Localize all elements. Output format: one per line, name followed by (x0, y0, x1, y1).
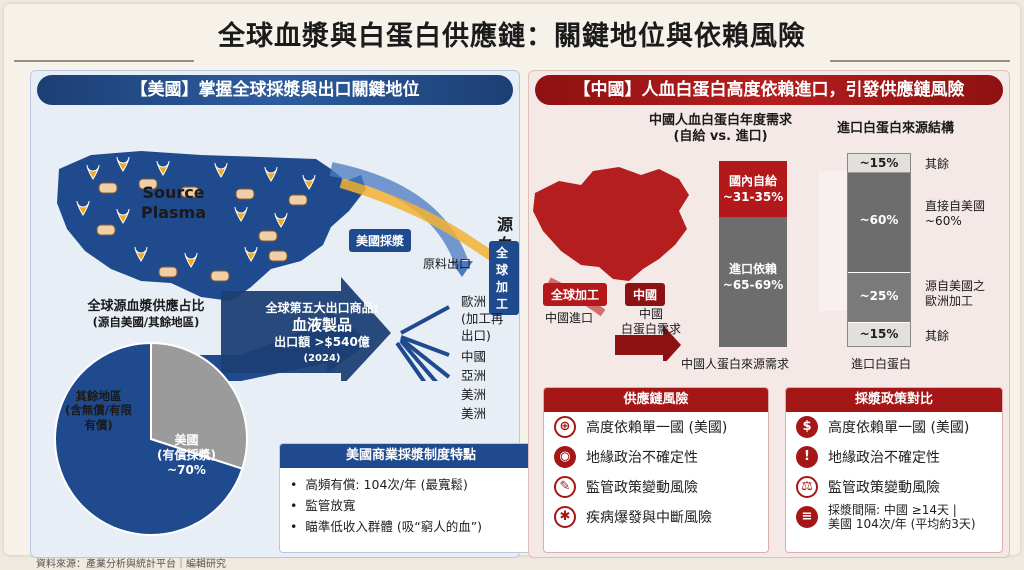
export-arrow-text: 全球第五大出口商品: 血液製品 出口額 >$540億 (2024) (265, 301, 379, 364)
supply-risk-box: 供應鏈風險 ⊕高度依賴單一國 (美國) ◉地緣政治不確定性 ✎監管政策變動風險 … (543, 387, 769, 553)
virus-icon: ✱ (554, 506, 576, 528)
us-banner: 【美國】掌握全球採漿與出口關鍵地位 (37, 75, 513, 105)
feature-item: 監管放寬 (290, 495, 532, 516)
destination-china: 中國 (461, 349, 487, 364)
us-features-box: 美國商業採漿制度特點 高頻有償: 104次/年 (最寬鬆) 監管放寬 瞄準低收入… (279, 443, 543, 553)
to-global-processing-arrow (339, 178, 502, 266)
risk-item: ✱疾病爆發與中斷風險 (544, 502, 768, 532)
document-icon: ✎ (554, 476, 576, 498)
pie-slice-other (150, 341, 248, 470)
plasma-drop-icon (302, 174, 316, 190)
china-map-shape (533, 167, 689, 281)
demand-chart-title: 中國人血白蛋白年度需求(自給 vs. 進口) (649, 113, 793, 145)
risk-item: ◉地緣政治不確定性 (544, 442, 768, 472)
feature-item: 瞄準低收入群體 (吸“窮人的血”) (290, 516, 532, 537)
china-import-label: 中國進口 (545, 311, 594, 325)
global-processing-pill: 全球加工 (489, 241, 519, 315)
destination-americas: 美洲 (461, 387, 487, 402)
destination-asia: 亞洲 (461, 368, 487, 383)
source-seg-europe: ~25% (848, 273, 910, 323)
plasma-drop-icon (244, 246, 258, 262)
title-rule-left (14, 60, 194, 62)
china-pill: 中國 (625, 283, 666, 306)
policy-interval: ≡ 採漿間隔: 中國 ≥14天 |美國 104次/年 (平均約3天) (786, 502, 1002, 532)
import-segment: 進口依賴~65-69% (719, 216, 787, 347)
plasma-drop-icon (116, 156, 130, 172)
source-stacked-bar: ~15% ~60% ~25% ~15% (847, 153, 911, 347)
china-demand-label: 中國白蛋白需求 (621, 307, 682, 336)
raw-export-label: 原料出口 (423, 257, 472, 271)
destination-list: 歐洲 (加工再 出口) 中國 亞洲 美洲 美洲 (461, 293, 503, 422)
infographic-page: 全球血漿與白蛋白供應鏈：關鍵地位與依賴風險 【美國】掌握全球採漿與出口關鍵地位 (4, 4, 1020, 570)
cn-panel: 【中國】人血白蛋白高度依賴進口，引發供應鏈風險 全球加工 中國 中國進口 中國白… (528, 70, 1010, 558)
pie-us-label: 美國(有償採漿)~70% (157, 433, 216, 477)
policy-compare-box: 採漿政策對比 $高度依賴單一國 (美國) !地緣政治不確定性 ⚖監管政策變動風險… (785, 387, 1003, 553)
policy-item: ⚖監管政策變動風險 (786, 472, 1002, 502)
source-seg-us: ~60% (848, 173, 910, 274)
us-panel: 【美國】掌握全球採漿與出口關鍵地位 (30, 70, 543, 558)
plasma-drop-icon (264, 166, 278, 182)
calendar-icon: ≡ (796, 506, 818, 528)
source-label-us: 直接自美國~60% (925, 199, 986, 228)
domestic-segment: 國內自給~31-35% (719, 161, 787, 217)
destination-arrows (395, 305, 451, 381)
white-overlap-band (819, 171, 849, 311)
plasma-drop-icon (274, 212, 288, 228)
demand-stacked-bar: 國內自給~31-35% 進口依賴~65-69% (719, 161, 787, 347)
plasma-drop-icon (86, 164, 100, 180)
pie-title: 全球源血漿供應占比 (源自美國/其餘地區) (87, 299, 205, 330)
source-label-europe: 源自美國之歐洲加工 (925, 279, 986, 308)
risk-item: ✎監管政策變動風險 (544, 472, 768, 502)
plasma-drop-icon (184, 252, 198, 268)
import-to-china-arrow (615, 325, 681, 361)
destination-note: (加工再 (461, 311, 504, 326)
plasma-drop-icon (234, 206, 248, 222)
title-rule-right (830, 60, 1010, 62)
plasma-drop-icon (116, 208, 130, 224)
source-label-other2: 其餘 (925, 329, 950, 343)
plasma-drop-icons (76, 156, 316, 268)
source-seg-other-top: ~15% (848, 154, 910, 174)
destination-note2: 出口) (461, 328, 491, 343)
alert-icon: ! (796, 446, 818, 468)
globe-icon: ⊕ (554, 416, 576, 438)
source-seg-other-bottom: ~15% (848, 322, 910, 346)
destination-americas-2: 美洲 (461, 406, 487, 421)
us-map-graphic (57, 151, 502, 381)
plasma-drop-icon (214, 162, 228, 178)
plasma-share-pie (54, 341, 248, 536)
demand-chart-xlabel: 中國人蛋白來源需求 (681, 357, 790, 371)
features-title: 美國商業採漿制度特點 (280, 444, 542, 468)
cn-banner: 【中國】人血白蛋白高度依賴進口，引發供應鏈風險 (535, 75, 1003, 105)
policy-item: !地緣政治不確定性 (786, 442, 1002, 472)
policy-title: 採漿政策對比 (786, 388, 1002, 412)
us-collection-pill: 美國採漿 (349, 229, 412, 252)
china-map-graphic (533, 167, 849, 361)
page-title: 全球血漿與白蛋白供應鏈：關鍵地位與依賴風險 (218, 21, 806, 52)
raw-export-arrow (329, 162, 468, 264)
plasma-drop-icon (134, 246, 148, 262)
source-chart-title: 進口白蛋白來源結構 (837, 121, 955, 136)
supply-risk-title: 供應鏈風險 (544, 388, 768, 412)
risk-item: ⊕高度依賴單一國 (美國) (544, 412, 768, 442)
global-processing-pill-cn: 全球加工 (543, 283, 608, 306)
plasma-drop-icon (156, 160, 170, 176)
source-footer: 資料來源：產業分析與統計平台｜編輯研究 (36, 559, 226, 570)
world-icon: ◉ (554, 446, 576, 468)
policy-item: $高度依賴單一國 (美國) (786, 412, 1002, 442)
pie-slice-us (54, 341, 244, 536)
destination-europe: 歐洲 (461, 294, 487, 309)
plasma-drop-icon (76, 200, 90, 216)
source-label-other: 其餘 (925, 157, 950, 171)
feature-item: 高頻有償: 104次/年 (最寬鬆) (290, 474, 532, 495)
arm-icons (96, 178, 308, 282)
dollar-icon: $ (796, 416, 818, 438)
us-map-shape (57, 151, 366, 301)
source-chart-xlabel: 進口白蛋白 (851, 357, 912, 371)
pie-other-label: 其餘地區(含無償/有限有償) (65, 389, 132, 432)
scale-icon: ⚖ (796, 476, 818, 498)
